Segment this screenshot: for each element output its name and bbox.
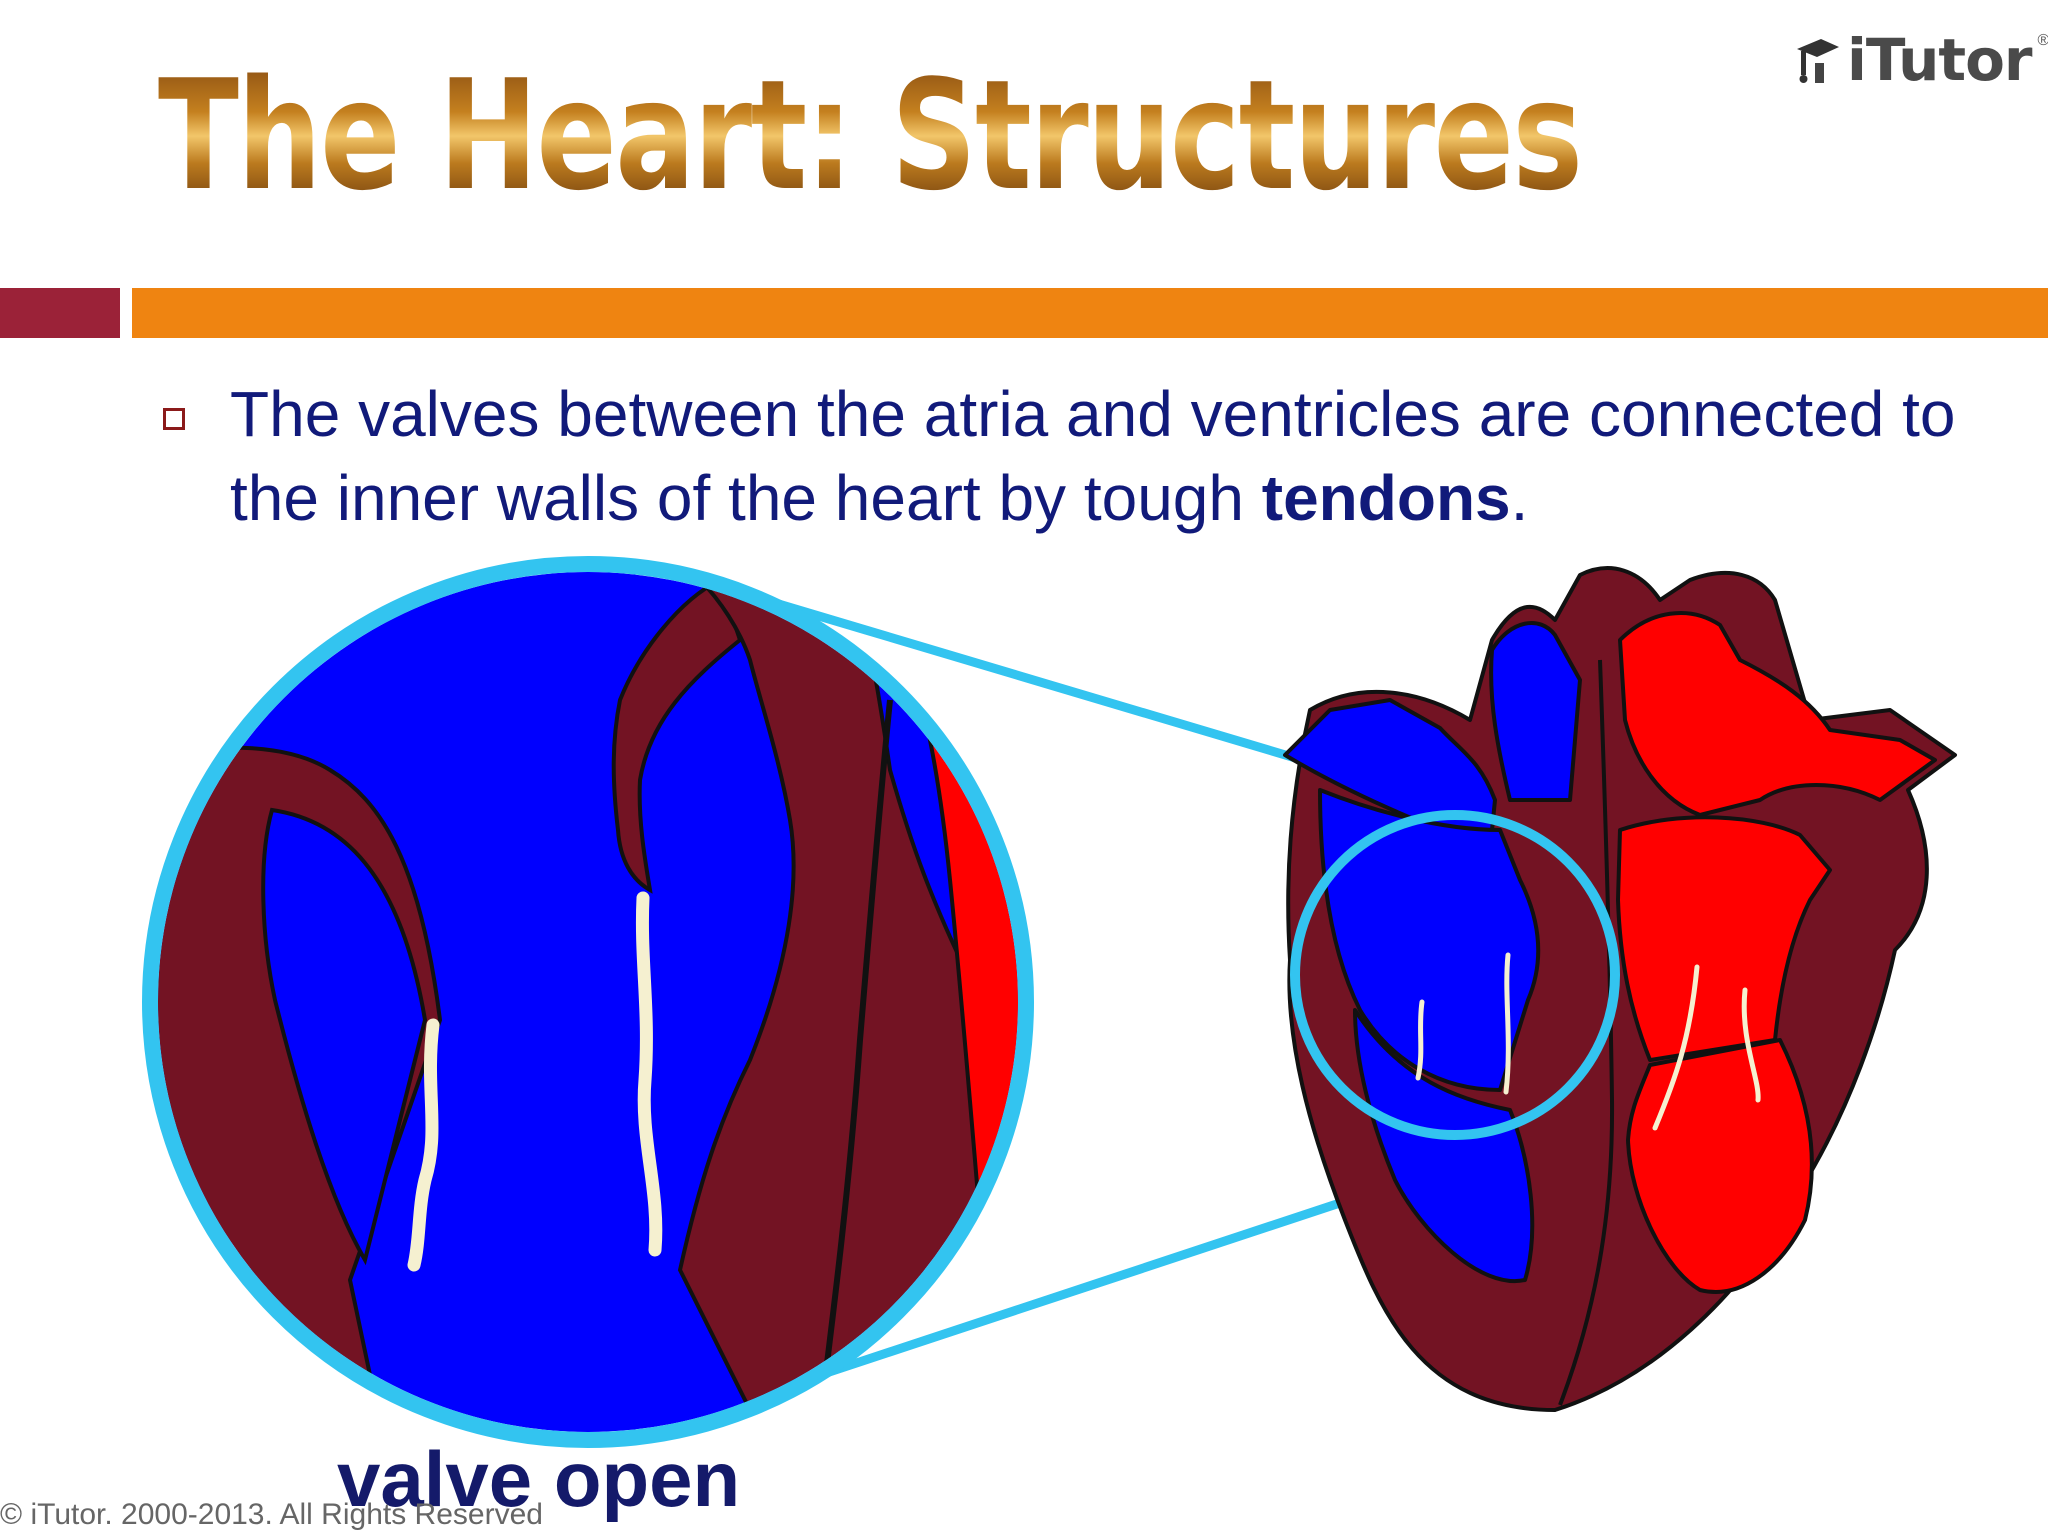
- small-magnifier-circle: [1290, 810, 1620, 1140]
- zoom-tendon-1: [407, 1018, 440, 1272]
- accent-bar-red: [0, 288, 120, 338]
- copyright-notice: © iTutor. 2000-2013. All Rights Reserved: [0, 1498, 543, 1531]
- tendon-small-3: [1652, 964, 1700, 1131]
- heart-tendons: [1415, 952, 1761, 1131]
- zoom-valve-leaflet: [611, 577, 743, 894]
- zoom-septum-line: [817, 699, 893, 1421]
- right-ventricle: [1353, 1008, 1535, 1284]
- pulmonary-artery: [1489, 621, 1582, 802]
- diagram-caption: valve open: [337, 1435, 741, 1523]
- registered-mark: ®: [2037, 32, 2048, 49]
- bullet-text-bold: tendons: [1261, 462, 1511, 534]
- accent-bar-orange: [132, 288, 2048, 338]
- tendon-small-2: [1503, 952, 1511, 1095]
- zoom-tendon-2: [635, 891, 663, 1257]
- bullet-text-main: The valves between the atria and ventric…: [230, 378, 1956, 534]
- right-atrium: [1318, 788, 1541, 1092]
- slide-title: The Heart: Structures: [158, 47, 1583, 224]
- zoom-magnifier-circle: [142, 556, 1034, 1448]
- aorta: [1618, 611, 1937, 817]
- brand-logo: iTutor ®: [1795, 20, 2048, 100]
- bullet-square-icon: [163, 408, 185, 430]
- graduation-cap-icon: [1797, 39, 1839, 83]
- left-atrium: [1616, 815, 1832, 1062]
- tendon-small-1: [1415, 999, 1425, 1081]
- left-ventricle: [1626, 1038, 1814, 1294]
- brand-logo-text: iTutor: [1847, 26, 2033, 94]
- zoom-tendons: [407, 891, 663, 1272]
- septum-line: [1558, 659, 1615, 1406]
- bullet-text: The valves between the atria and ventric…: [230, 372, 2020, 540]
- bullet-text-end: .: [1510, 462, 1529, 534]
- zoom-left-chamber: [261, 807, 428, 1266]
- heart-diagram: [142, 556, 1957, 1448]
- heart-illustration: [1283, 566, 1957, 1412]
- tendon-small-4: [1741, 987, 1761, 1103]
